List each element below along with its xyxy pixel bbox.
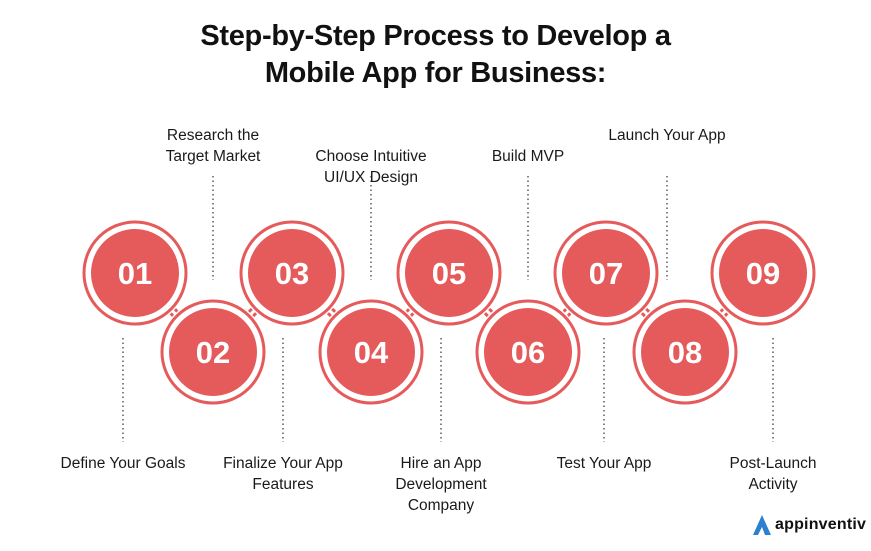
step-circle (91, 229, 179, 317)
step-label: Launch Your App (608, 127, 726, 144)
appinventiv-logo-icon (753, 515, 771, 535)
step-number: 04 (354, 335, 389, 370)
step-ring (160, 299, 266, 405)
step-number: 01 (118, 256, 152, 291)
page-title: Step-by-Step Process to Develop a Mobile… (0, 18, 871, 92)
brand-logo: appinventiv (752, 514, 866, 536)
step-number: 09 (746, 256, 780, 291)
step-ring (475, 299, 581, 405)
step-circle (405, 229, 493, 317)
step-circle (327, 308, 415, 396)
step-circle (562, 229, 650, 317)
step-label: Define Your Goals (60, 455, 186, 472)
step-label: Choose Intuitive UI/UX Design (315, 148, 427, 186)
step-label: Post-Launch Activity (729, 455, 817, 493)
step-label: Hire an App Development Company (395, 455, 487, 514)
step-circle (169, 308, 257, 396)
step-number: 02 (196, 335, 230, 370)
step-ring (710, 220, 816, 326)
step-label: Research the Target Market (165, 127, 261, 165)
step-circle (484, 308, 572, 396)
step-number: 03 (275, 256, 309, 291)
step-ring (239, 220, 345, 326)
step-ring (396, 220, 502, 326)
step-circle (248, 229, 336, 317)
step-label: Test Your App (556, 455, 652, 472)
step-number: 06 (511, 335, 545, 370)
step-label: Build MVP (491, 148, 565, 165)
step-number: 07 (589, 256, 623, 291)
step-label: Finalize Your App Features (223, 455, 343, 493)
brand-name: appinventiv (775, 516, 867, 533)
step-ring (82, 220, 188, 326)
step-ring (318, 299, 424, 405)
step-circle (719, 229, 807, 317)
step-circle (641, 308, 729, 396)
title-line-1: Step-by-Step Process to Develop a (200, 20, 671, 52)
step-ring (632, 299, 738, 405)
step-ring (553, 220, 659, 326)
step-number: 08 (668, 335, 702, 370)
step-number: 05 (432, 256, 466, 291)
title-line-2: Mobile App for Business: (264, 57, 607, 89)
